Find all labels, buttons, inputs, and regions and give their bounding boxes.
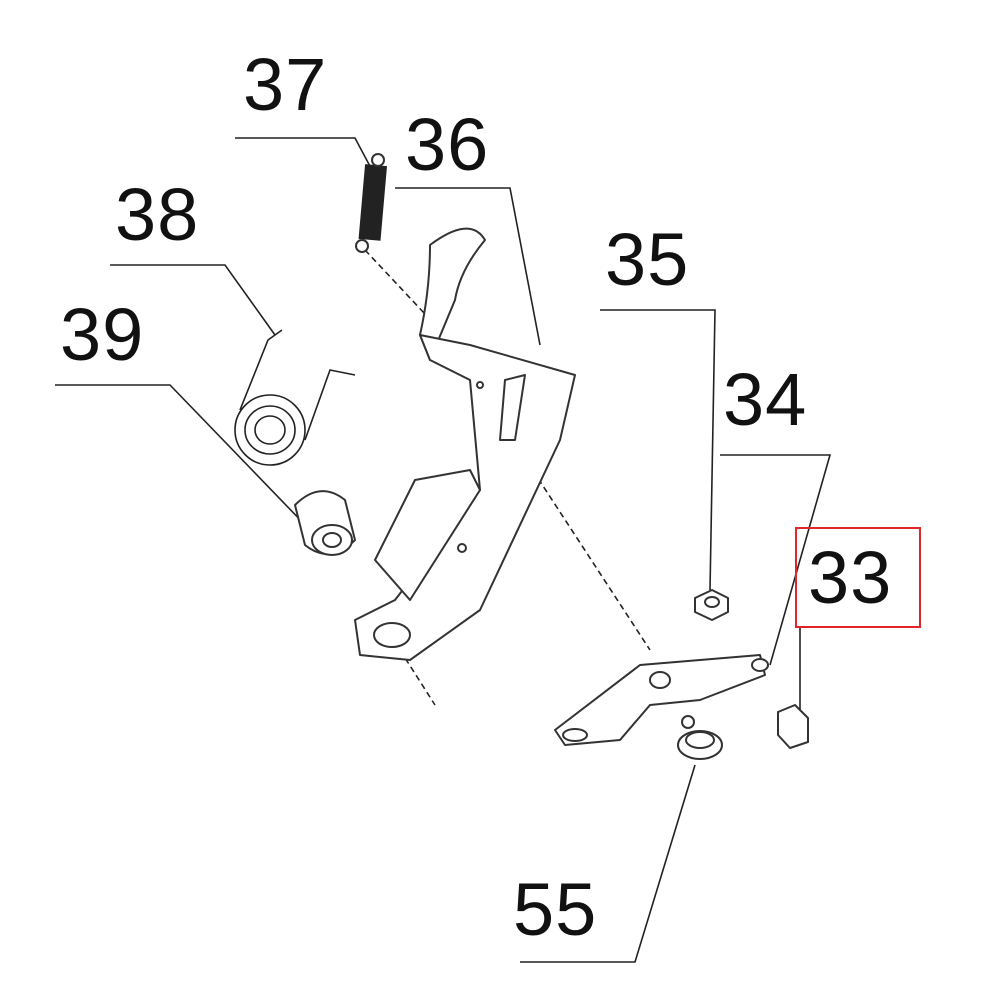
highlight-box xyxy=(795,527,921,628)
callout-34: 34 xyxy=(723,358,808,441)
callout-39: 39 xyxy=(60,293,145,376)
leader-35 xyxy=(600,309,716,591)
link-plate xyxy=(554,654,769,746)
callout-36: 36 xyxy=(405,103,490,186)
bolt-33 xyxy=(777,704,809,749)
pin-55 xyxy=(677,715,723,760)
leader-38 xyxy=(110,264,276,336)
callout-38: 38 xyxy=(115,173,200,256)
callout-55: 55 xyxy=(513,868,598,951)
callout-37: 37 xyxy=(243,43,328,126)
bushing-39 xyxy=(294,490,356,556)
lever-bracket-36 xyxy=(354,227,576,661)
torsion-spring-38 xyxy=(234,329,356,466)
leader-55 xyxy=(520,764,696,963)
leader-36 xyxy=(395,187,541,346)
leader-34 xyxy=(720,454,832,666)
callout-33: 33 xyxy=(808,536,893,619)
leader-39 xyxy=(55,384,311,531)
tension-spring-37 xyxy=(355,153,388,253)
nut-35 xyxy=(694,589,729,621)
leader-37 xyxy=(235,137,373,171)
callout-35: 35 xyxy=(605,218,690,301)
